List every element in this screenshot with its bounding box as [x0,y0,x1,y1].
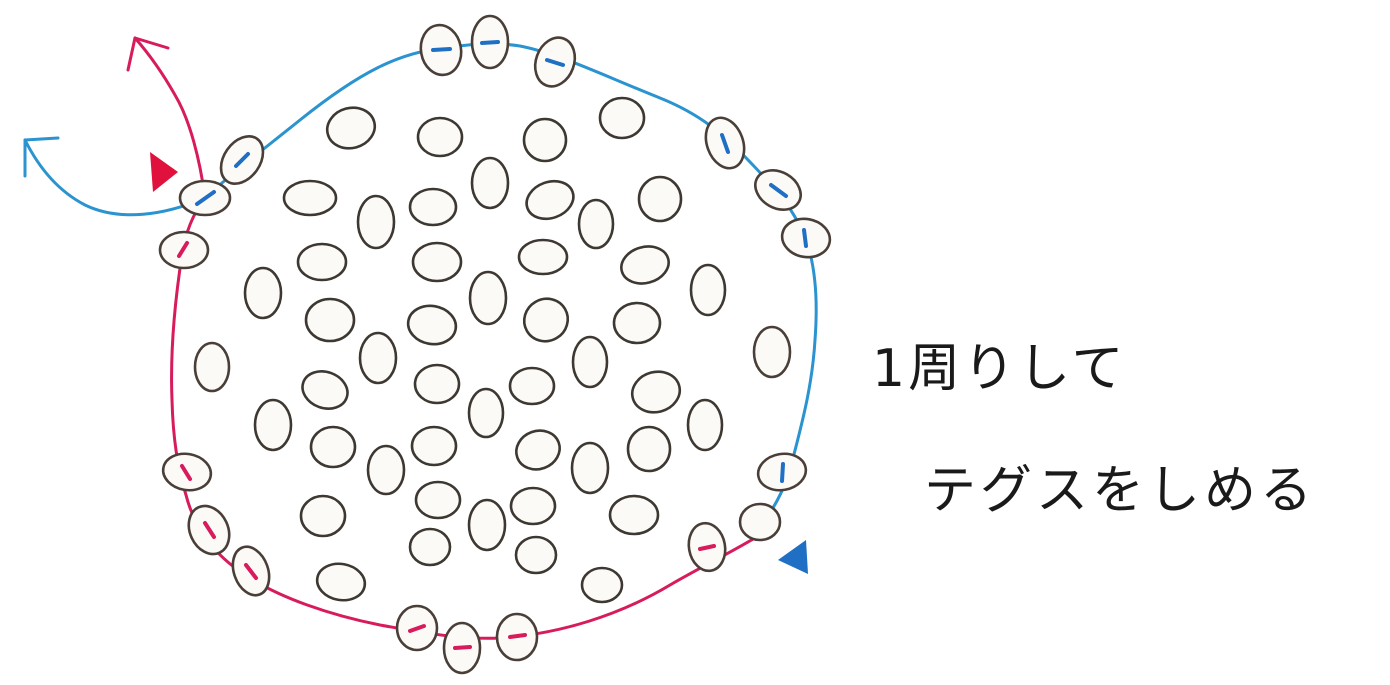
bead [514,535,558,575]
outer-ring-beads [158,14,832,675]
bead [178,179,232,217]
bead [780,217,832,259]
bead [299,494,347,538]
bead [580,566,624,604]
bead [309,425,357,469]
bead [358,331,398,385]
bead [395,604,439,652]
bead [470,156,510,210]
bead [687,521,727,573]
bead [411,241,463,283]
bead [161,452,213,492]
bead [608,494,660,536]
thread-red-exit [126,36,207,200]
bead [366,444,406,496]
bead [304,297,356,343]
bead [325,106,377,150]
bead [686,398,724,452]
bead [442,621,482,675]
bead [414,480,462,520]
bead [193,341,231,393]
bead [296,242,348,282]
bead [243,266,283,320]
thread-blue-exit [23,136,207,217]
bead [522,117,568,163]
bead [637,175,683,223]
inner-beads [243,96,727,604]
bead [282,179,338,217]
bead [738,502,782,542]
bead [356,194,396,250]
bead [630,370,682,414]
bead [522,297,570,343]
bead [467,498,507,552]
thread-red-arrow-icon [126,36,170,72]
bead [158,230,210,270]
bead [301,370,349,410]
bead [754,169,802,211]
bead [187,504,231,556]
bead [517,238,569,276]
triangle-left-icon [778,540,808,574]
bead [470,14,510,70]
bead [508,366,556,406]
bead [416,116,464,158]
bead [704,116,746,170]
bead [620,245,670,285]
bead [315,562,367,602]
triangle-right-icon [150,152,178,192]
bead [231,545,271,597]
bead [408,527,452,567]
bead [612,301,662,345]
bead [410,425,458,467]
bead [509,486,557,526]
bead [467,387,505,439]
caption-line-2: テグスをしめる [924,461,1317,521]
bead [752,325,792,379]
bead [533,36,577,88]
thread-red-ring [170,196,770,640]
bead [413,363,461,405]
bead [571,335,609,389]
caption-line-1: 1周りして [872,339,1127,399]
bead [689,263,727,317]
thread-blue-arrow-icon [23,136,60,178]
bead [408,187,458,227]
bead [577,198,615,250]
bead [525,179,575,221]
bead [756,452,808,492]
bead [626,425,672,473]
bead [406,304,458,346]
bead [419,23,463,77]
bead [468,270,508,326]
thread-blue-ring [203,42,818,522]
bead [495,612,539,662]
bead [570,441,610,495]
bead [598,96,646,140]
bead [515,429,561,471]
bead [219,135,265,185]
bead [253,398,293,452]
